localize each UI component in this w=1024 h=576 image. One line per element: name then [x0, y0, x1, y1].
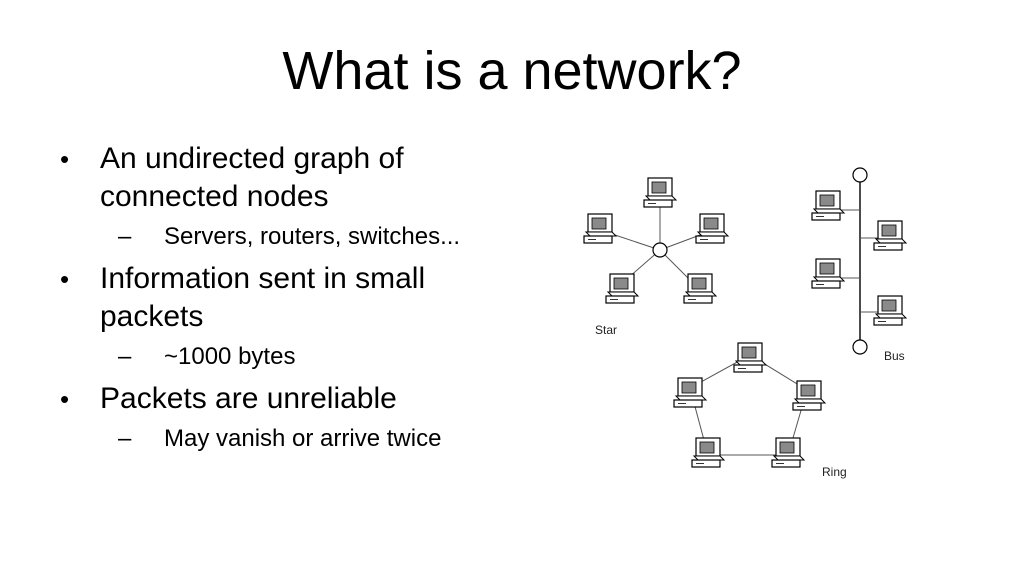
slide-title: What is a network? [282, 41, 742, 101]
computer-icon [771, 437, 805, 468]
bullet-item: • Packets are unreliable – May vanish or… [60, 380, 520, 454]
bullet-text: Information sent in small packets [100, 262, 426, 333]
computer-icon [873, 295, 907, 326]
computer-icon [691, 437, 725, 468]
ring-label: Ring [822, 465, 847, 479]
star-hub-icon [652, 242, 668, 258]
bullet-text: Packets are unreliable [100, 382, 397, 415]
sub-list: – Servers, routers, switches... [100, 222, 520, 252]
star-topology: Star [583, 177, 729, 337]
bullet-list: • An undirected graph of connected nodes… [60, 140, 520, 462]
bus-label: Bus [884, 349, 905, 363]
sub-list: – ~1000 bytes [100, 342, 520, 372]
computer-icon [695, 213, 729, 244]
sub-bullet-item: – May vanish or arrive twice [118, 424, 520, 454]
sub-bullet-marker: – [118, 223, 132, 250]
sub-list: – May vanish or arrive twice [100, 424, 520, 454]
sub-bullet-marker: – [118, 343, 132, 370]
network-topology-diagram: Star Bus Ring [560, 150, 960, 490]
bus-topology: Bus [811, 167, 907, 363]
bullet-marker: • [60, 264, 70, 294]
bullet-item: • Information sent in small packets – ~1… [60, 260, 520, 372]
computer-icon [673, 377, 707, 408]
network-topology-svg: Star Bus Ring [583, 167, 907, 479]
bullet-text: An undirected graph of connected nodes [100, 142, 404, 213]
computer-icon [583, 213, 617, 244]
computer-icon [683, 273, 717, 304]
sub-bullet-text: ~1000 bytes [164, 343, 296, 370]
computer-icon [873, 220, 907, 251]
sub-bullet-item: – Servers, routers, switches... [118, 222, 520, 252]
bullet-marker: • [60, 144, 70, 174]
computer-icon [733, 342, 767, 373]
computer-icon [605, 273, 639, 304]
bullet-marker: • [60, 384, 70, 414]
sub-bullet-item: – ~1000 bytes [118, 342, 520, 372]
sub-bullet-text: May vanish or arrive twice [164, 425, 442, 452]
ring-topology: Ring [673, 342, 847, 479]
computer-icon [811, 190, 845, 221]
star-label: Star [595, 323, 617, 337]
computer-icon [792, 380, 826, 411]
computer-icon [811, 258, 845, 289]
bus-terminator-icon [852, 339, 868, 355]
bus-terminator-icon [852, 167, 868, 183]
sub-bullet-marker: – [118, 425, 132, 452]
sub-bullet-text: Servers, routers, switches... [164, 223, 461, 250]
bullet-item: • An undirected graph of connected nodes… [60, 140, 520, 252]
computer-icon [643, 177, 677, 208]
